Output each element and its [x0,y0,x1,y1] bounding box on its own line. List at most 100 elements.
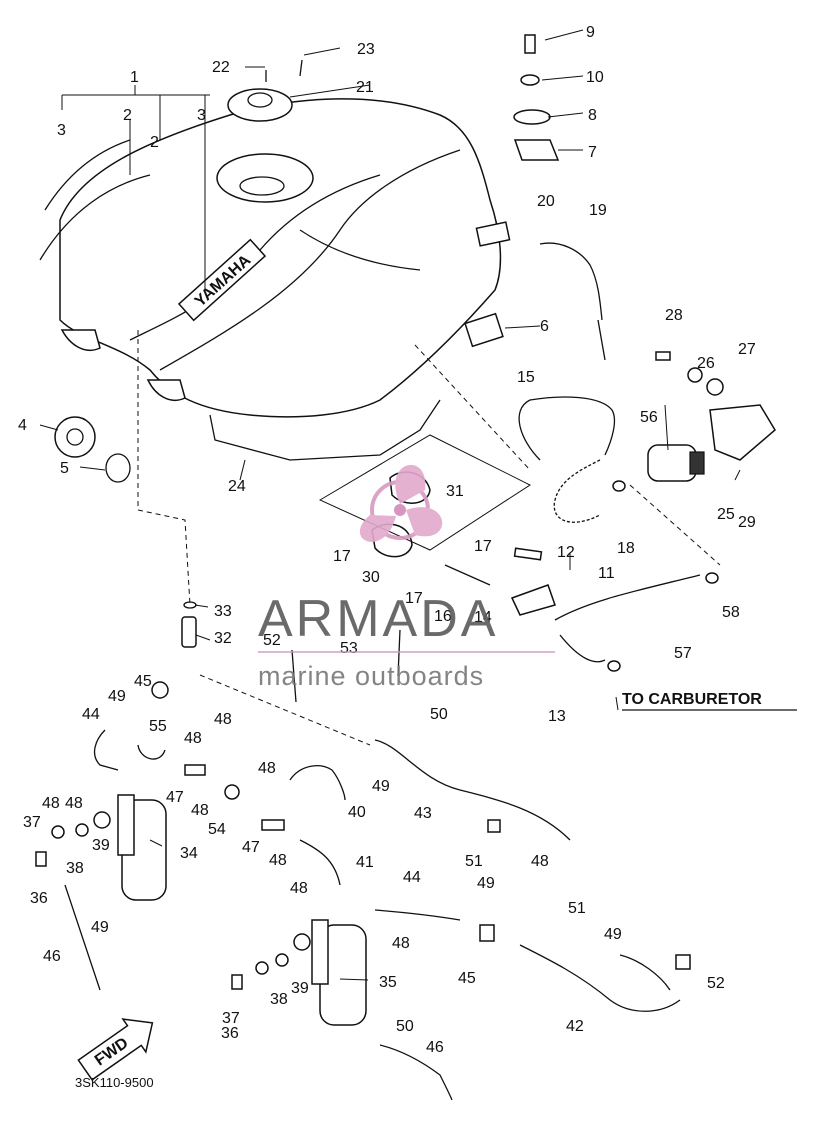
part-number-label: 45 [134,673,152,690]
hose-clamp-52a [291,649,297,703]
part-number-label: 22 [212,59,230,76]
leader-lines [39,29,741,981]
fuel-hose-coil [553,459,601,523]
part-number-label: 52 [263,632,281,649]
canister-34 [35,794,167,901]
guide-line-3 [414,344,531,471]
clip-57 [705,572,719,584]
part-number-label: 48 [258,760,276,777]
part-number-label: 48 [214,711,232,728]
part-number-label: 30 [362,569,380,586]
part-number-label: 50 [430,706,448,723]
front-arrow: FWD [77,1018,154,1081]
part-number-label: 48 [392,935,410,952]
part-number-label: 50 [396,1018,414,1035]
hose-54 [137,744,166,760]
part-number-label: 54 [208,821,226,838]
part-number-label: 48 [191,802,209,819]
part-number-label: 25 [717,506,735,523]
part-number-label: 42 [566,1018,584,1035]
part-number-label: 33 [214,603,232,620]
part-number-label: 44 [82,706,100,723]
part-number-label: 2 [150,134,159,151]
hose-44b [374,909,461,921]
part-number-label: 52 [707,975,725,992]
hose-56 [554,574,701,621]
part-number-label: 57 [674,645,692,662]
part-number-label: 24 [228,478,246,495]
part-number-label: 40 [348,804,366,821]
hose-40 [289,765,346,801]
part-number-label: 28 [665,307,683,324]
drawing-code: 3SK110-9500 [75,1075,154,1090]
part-number-label: 49 [604,926,622,943]
part-number-label: 46 [426,1039,444,1056]
joint-45a [151,681,169,699]
hose-46a [64,884,101,991]
part-number-label: 20 [537,193,555,210]
part-number-label: 45 [458,970,476,987]
part-number-label: 3 [57,122,66,139]
part-number-label: 17 [474,538,492,555]
part-number-label: 37 [222,1010,240,1027]
breather-hose [539,242,603,321]
part-number-label: 44 [403,869,421,886]
part-number-label: 37 [23,814,41,831]
part-number-label: 11 [598,565,615,582]
part-number-label: 7 [588,144,597,161]
part-number-label: 2 [123,107,132,124]
guide-line-2 [199,674,371,746]
part-number-label: 18 [617,540,635,557]
part-number-label: 14 [474,609,492,626]
mount-hardware [513,34,560,161]
part-number-label: 36 [221,1025,239,1042]
hose-clamp-52b [397,629,401,677]
fuel-cock [54,416,131,483]
part-number-label: 26 [697,355,715,372]
part-number-label: 23 [357,41,375,58]
hose-56-lower [559,634,606,663]
part-number-label: 21 [356,79,374,96]
joint-32 [181,601,197,648]
holder-51b [675,954,691,970]
part-number-label: 49 [372,778,390,795]
part-number-label: 10 [586,69,604,86]
part-number-label: 6 [540,318,549,335]
fuel-pump [647,351,776,482]
part-number-label: 56 [640,409,658,426]
part-number-label: 48 [184,730,202,747]
part-number-label: 39 [92,837,110,854]
hose-43 [374,739,571,841]
part-number-label: 55 [149,718,167,735]
hose-44a [93,729,119,771]
part-number-label: 34 [180,845,198,862]
fuel-hose-15 [518,396,616,461]
part-number-label: 9 [586,24,595,41]
fuel-cap [227,59,303,122]
hose-16 [444,564,491,586]
callout-to-carburetor: TO CARBURETOR [622,691,762,708]
part-number-label: 48 [269,852,287,869]
hose-41 [299,839,341,886]
holder-51a [487,819,501,833]
part-number-label: 35 [379,974,397,991]
plug-53 [224,784,240,800]
fitting-47a [184,764,206,776]
part-number-label: 49 [108,688,126,705]
part-number-label: 51 [465,853,483,870]
part-number-label: 31 [446,483,464,500]
part-number-label: 41 [356,854,374,871]
watermark: ARMADA marine outboards [258,464,555,691]
watermark-name: ARMADA [258,590,498,648]
part-number-label: 29 [738,514,756,531]
fitting-47b [261,819,285,831]
part-number-label: 38 [270,991,288,1008]
breather-hose-end [597,319,606,361]
part-number-label: 51 [568,900,586,917]
canister-35 [231,919,367,1026]
joint-45b [479,924,495,942]
part-number-label: 1 [130,69,139,86]
hose-42 [519,944,681,1012]
